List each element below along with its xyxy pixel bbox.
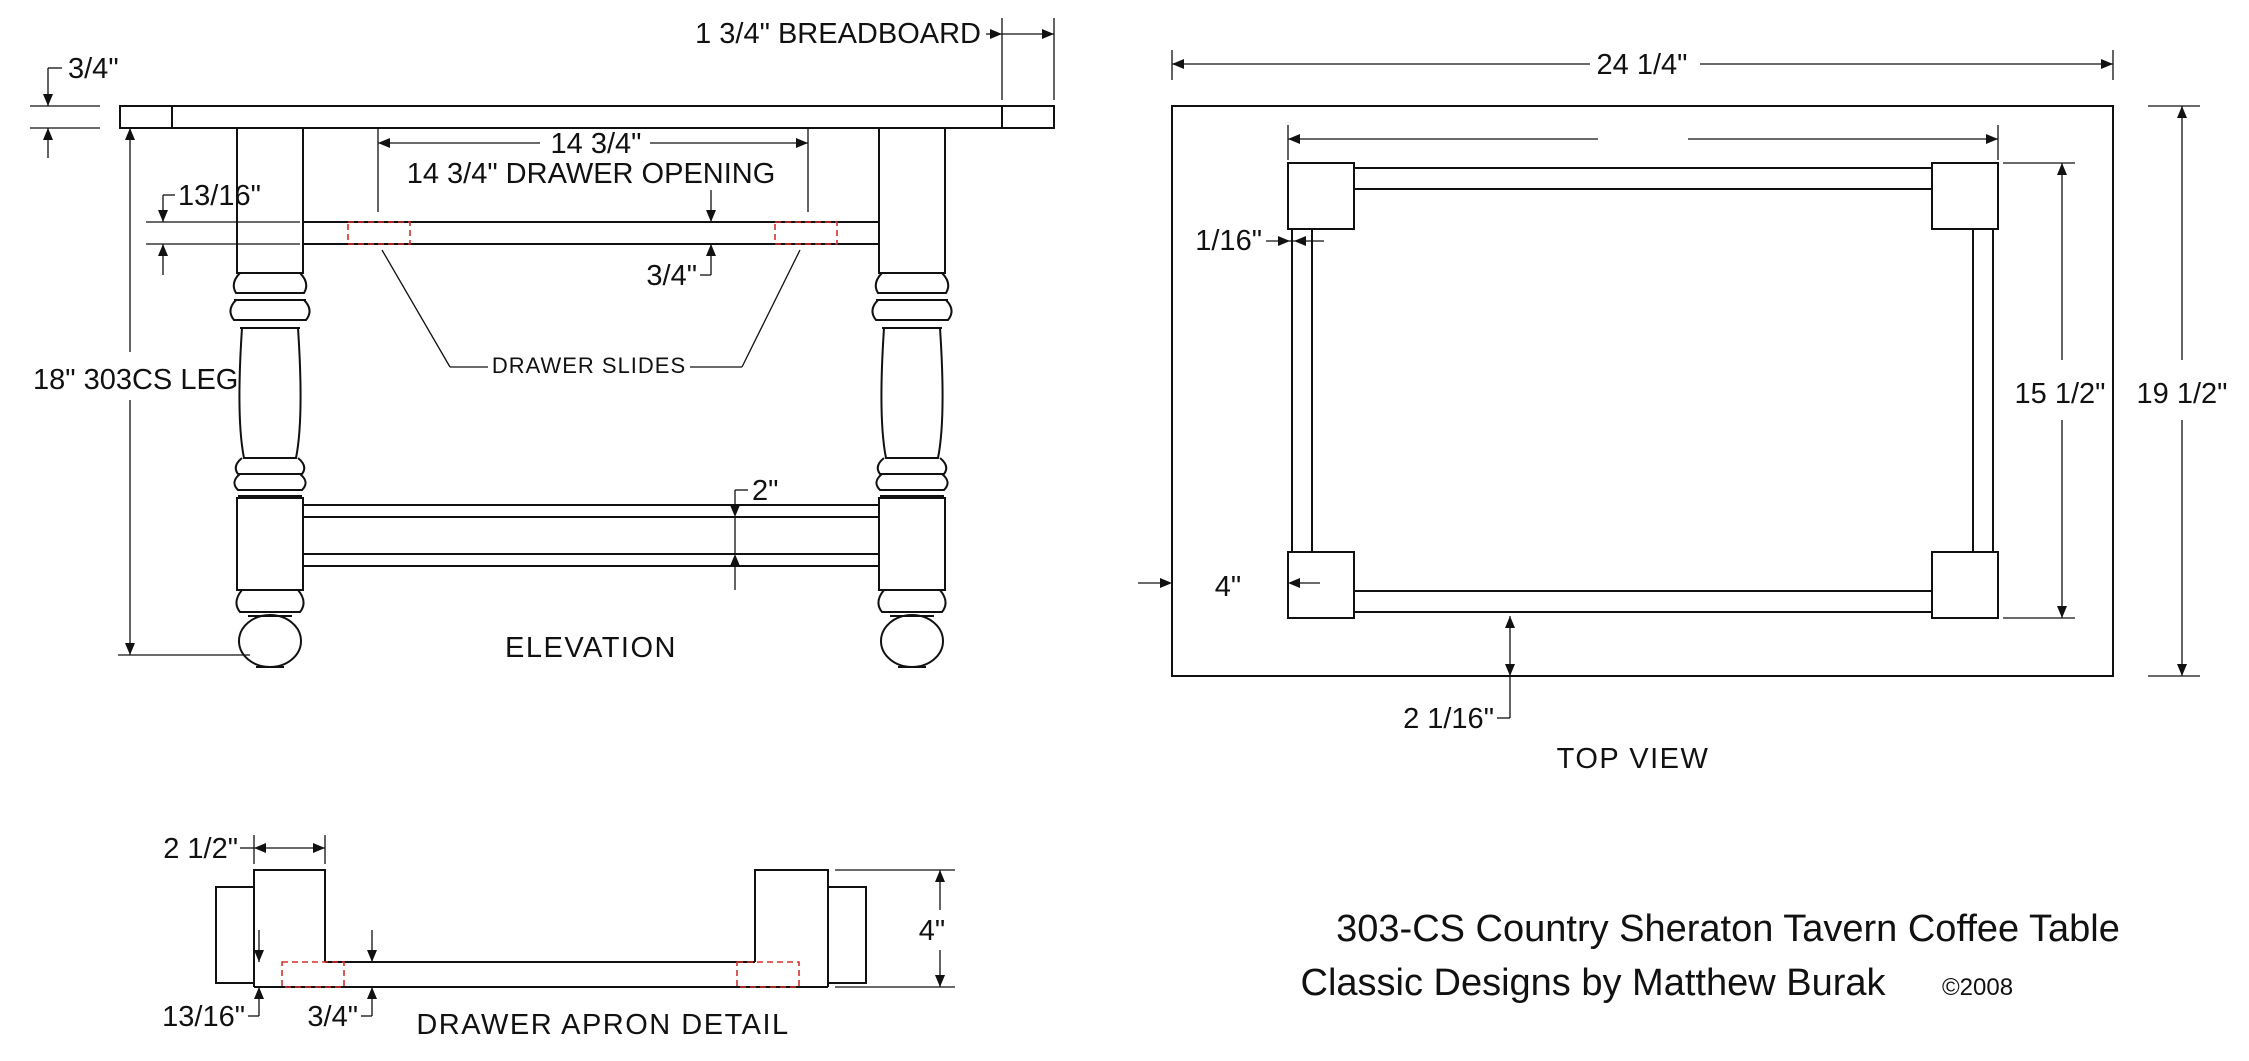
drawing-title: 303-CS Country Sheraton Tavern Coffee Ta… xyxy=(1336,908,2120,950)
dim-apron-rail: 13/16" xyxy=(162,1001,245,1033)
title-block: 303-CS Country Sheraton Tavern Coffee Ta… xyxy=(1301,908,2120,1004)
dim-rail-height: 13/16" xyxy=(178,180,261,212)
tabletop-outline xyxy=(1171,105,2114,677)
dim-stretcher: 2" xyxy=(752,475,778,507)
drawer-slide-right xyxy=(774,221,838,245)
top-view: 24 1/4" 19 1/2" 15 1/2" 1/16" xyxy=(1138,49,2227,775)
top-view-label: TOP VIEW xyxy=(1557,743,1710,775)
dim-apron-width: 2 1/2" xyxy=(163,833,238,865)
drawer-slide-left xyxy=(347,221,411,245)
dim-slide-thickness: 3/4" xyxy=(646,260,697,292)
dim-apron-height: 4" xyxy=(919,915,945,947)
dim-overhang: 2 1/16" xyxy=(1403,703,1494,735)
dim-opening-width: 14 3/4" xyxy=(551,128,642,160)
dim-breadboard: 1 3/4" BREADBOARD xyxy=(695,18,981,50)
dim-top-depth: 19 1/2" xyxy=(2137,378,2228,410)
dim-gap: 1/16" xyxy=(1195,225,1262,257)
copyright: ©2008 xyxy=(1942,974,2013,1001)
dim-opening-label: 14 3/4" DRAWER OPENING xyxy=(407,158,776,190)
dim-top-thickness: 3/4" xyxy=(68,53,119,85)
elevation-view: 3/4" 1 3/4" BREADBOARD 14 3/4" 14 3/4" D… xyxy=(30,18,1055,668)
dim-apron-slide: 3/4" xyxy=(307,1001,358,1033)
apron-detail-label: DRAWER APRON DETAIL xyxy=(416,1009,789,1041)
dim-inner-depth: 15 1/2" xyxy=(2015,378,2106,410)
leg-right xyxy=(871,127,953,668)
dim-top-width: 24 1/4" xyxy=(1597,49,1688,81)
leg-label: 18" 303CS LEG xyxy=(33,364,238,396)
tabletop xyxy=(119,105,1055,129)
leg-post-bottom-right xyxy=(1931,551,1999,619)
leg-post-top-right xyxy=(1931,162,1999,230)
elevation-label: ELEVATION xyxy=(505,632,677,664)
drawing-subtitle: Classic Designs by Matthew Burak xyxy=(1301,962,1887,1004)
drawer-slides-label: DRAWER SLIDES xyxy=(492,353,686,378)
leg-post-top-left xyxy=(1287,162,1355,230)
drawer-apron-detail: 2 1/2" 4" 13/16" 3/4" DRAWER APRON DETAI… xyxy=(162,833,955,1041)
dim-leg-offset: 4" xyxy=(1215,571,1241,603)
